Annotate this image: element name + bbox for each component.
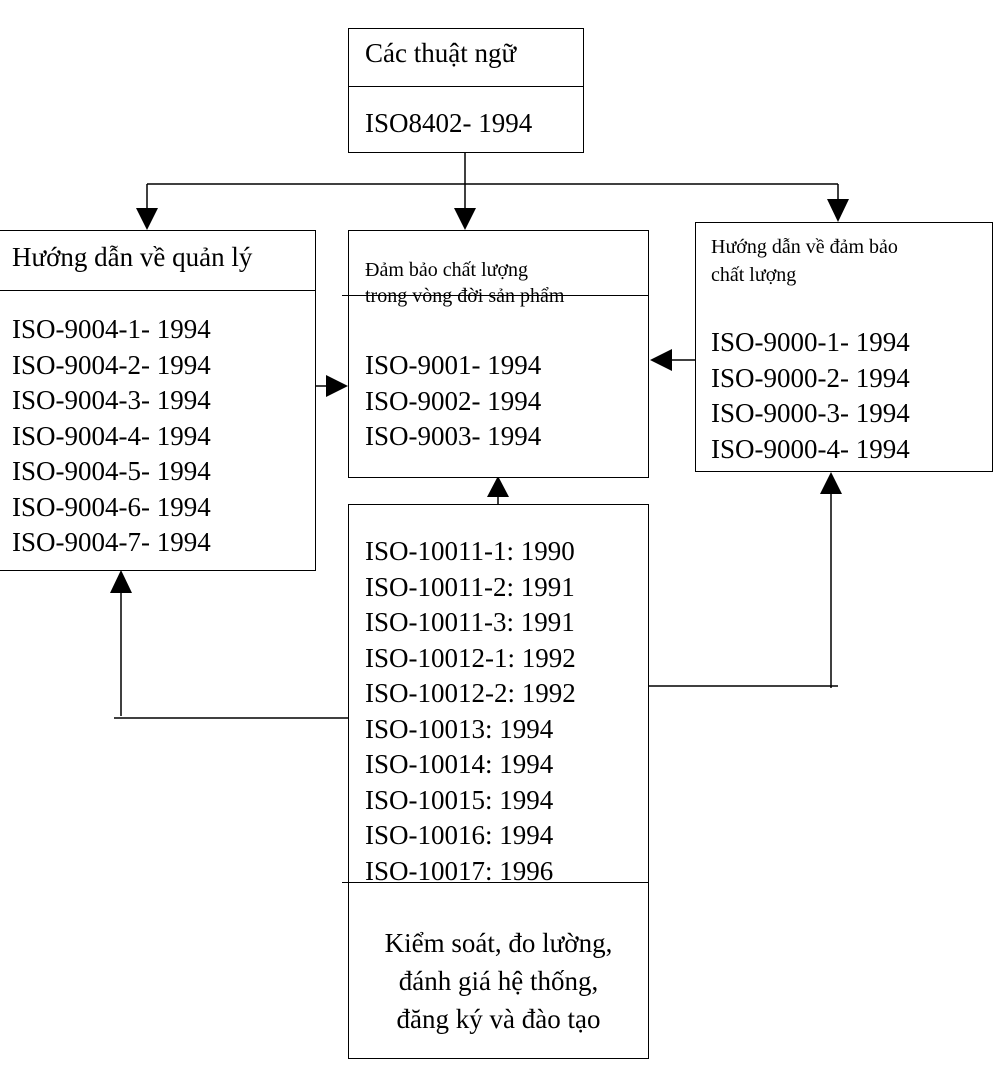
assurance-guide-title-line1: Hướng dẫn về đảm bảo (711, 236, 898, 258)
lifecycle-assurance-divider (342, 295, 649, 296)
management-guide-title: Hướng dẫn về quản lý (12, 242, 253, 272)
assurance-guide-item: ISO-9000-2- 1994 (711, 362, 910, 393)
assurance-guide-list: ISO-9000-1- 1994 ISO-9000-2- 1994 ISO-90… (711, 325, 910, 467)
lifecycle-assurance-item: ISO-9001- 1994 (365, 350, 542, 380)
assurance-guide-box (695, 222, 993, 472)
supporting-item: ISO-10012-1: 1992 (365, 642, 576, 673)
terms-divider (348, 86, 584, 87)
management-guide-item: ISO-9004-3- 1994 (12, 385, 211, 415)
supporting-caption-line1: Kiểm soát, đo lường, (384, 928, 613, 958)
terms-title: Các thuật ngữ (365, 38, 517, 68)
supporting-item: ISO-10013: 1994 (365, 713, 554, 744)
arrowhead-supporting-to-assurance (820, 472, 842, 494)
arrowhead-management-guide (136, 208, 158, 230)
lifecycle-assurance-box (348, 230, 649, 478)
arrowhead-management-to-lifecycle (326, 375, 348, 397)
supporting-item: ISO-10015: 1994 (365, 784, 554, 815)
lifecycle-assurance-title-line2: trong vòng đời sản phẩm (365, 285, 565, 307)
management-guide-item: ISO-9004-5- 1994 (12, 456, 211, 486)
supporting-item: ISO-10017: 1996 (365, 855, 554, 886)
supporting-caption-line3: đăng ký và đào tạo (396, 1004, 601, 1034)
management-guide-item: ISO-9004-1- 1994 (12, 314, 211, 344)
management-guide-divider (0, 290, 316, 291)
terms-box (348, 28, 584, 153)
lifecycle-assurance-item: ISO-9003- 1994 (365, 421, 542, 451)
management-guide-item: ISO-9004-7- 1994 (12, 527, 211, 557)
arrowhead-assurance-to-lifecycle (650, 349, 672, 371)
assurance-guide-item: ISO-9000-4- 1994 (711, 433, 910, 464)
arrowhead-lifecycle (454, 208, 476, 230)
management-guide-item: ISO-9004-6- 1994 (12, 491, 211, 522)
lifecycle-assurance-list: ISO-9001- 1994 ISO-9002- 1994 ISO-9003- … (365, 348, 541, 455)
supporting-item: ISO-10012-2: 1992 (365, 678, 576, 708)
lifecycle-assurance-item: ISO-9002- 1994 (365, 385, 542, 416)
assurance-guide-item: ISO-9000-1- 1994 (711, 327, 910, 357)
lifecycle-assurance-title-line1: Đảm bảo chất lượng (365, 259, 529, 281)
management-guide-item: ISO-9004-2- 1994 (12, 349, 211, 380)
supporting-item: ISO-10016: 1994 (365, 820, 554, 850)
management-guide-item: ISO-9004-4- 1994 (12, 420, 211, 451)
supporting-item: ISO-10011-2: 1991 (365, 571, 575, 602)
arrowhead-assurance-guide (827, 199, 849, 222)
management-guide-list: ISO-9004-1- 1994 ISO-9004-2- 1994 ISO-90… (12, 312, 211, 561)
supporting-item: ISO-10011-1: 1990 (365, 536, 575, 566)
assurance-guide-item: ISO-9000-3- 1994 (711, 398, 910, 428)
assurance-guide-title-line2: chất lượng (711, 264, 797, 286)
supporting-item: ISO-10014: 1994 (365, 749, 554, 779)
supporting-caption-line2: đánh giá hệ thống, (398, 966, 599, 996)
supporting-list: ISO-10011-1: 1990 ISO-10011-2: 1991 ISO-… (365, 534, 576, 889)
arrowhead-supporting-to-lifecycle (487, 476, 509, 497)
supporting-item: ISO-10011-3: 1991 (365, 607, 575, 637)
management-guide-box (0, 230, 316, 571)
supporting-box (348, 504, 649, 1059)
arrowhead-supporting-to-management (110, 570, 132, 593)
terms-standard: ISO8402- 1994 (365, 108, 533, 138)
supporting-caption: Kiểm soát, đo lường, đánh giá hệ thống, … (348, 924, 649, 1038)
supporting-divider (342, 882, 649, 883)
top-edge-mask (0, 0, 994, 12)
